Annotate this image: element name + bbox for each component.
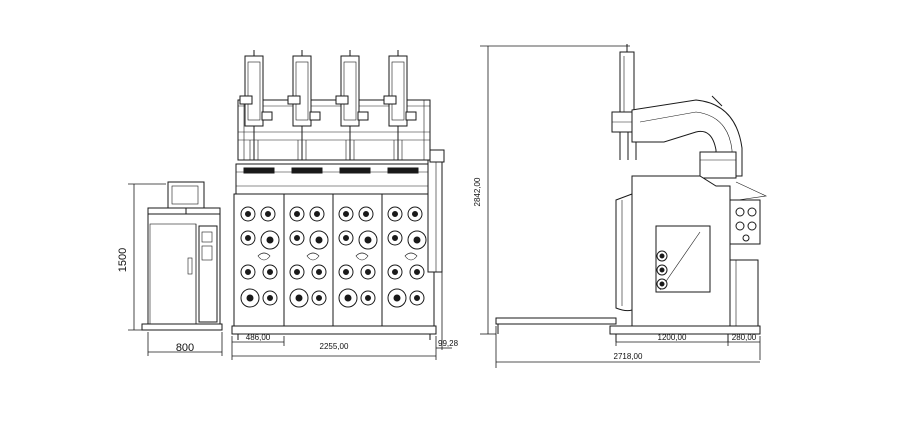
overall-length-label: 2718,00 xyxy=(614,352,643,361)
side-view xyxy=(495,44,768,342)
front-module-2 xyxy=(289,206,329,308)
front-module-3 xyxy=(338,206,378,308)
creel-2 xyxy=(287,50,321,160)
control-cabinet xyxy=(141,181,223,331)
cabinet-height-label: 1500 xyxy=(117,248,129,272)
creel-3 xyxy=(335,50,369,160)
front-dimensions: 486,00 2255,00 99,28 xyxy=(231,272,459,360)
rear-offset-label: 280,00 xyxy=(732,333,757,342)
creel-1 xyxy=(239,50,273,160)
cabinet-height-dimension: 1500 xyxy=(117,183,166,331)
cabinet-width-label: 800 xyxy=(176,342,194,354)
overall-height-label: 2842,00 xyxy=(473,177,482,206)
front-module-1 xyxy=(240,206,280,308)
side-dimensions: 2842,00 1200,00 280,00 2718,00 xyxy=(473,45,761,368)
creel-4 xyxy=(383,50,417,160)
module-pitch-label: 486,00 xyxy=(246,333,271,342)
front-width-label: 2255,00 xyxy=(320,342,349,351)
monitor-icon xyxy=(167,181,205,214)
side-offset-label: 99,28 xyxy=(438,339,459,348)
front-module-4 xyxy=(387,206,427,308)
base-length-label: 1200,00 xyxy=(658,333,687,342)
cabinet-width-dimension: 800 xyxy=(147,332,223,356)
